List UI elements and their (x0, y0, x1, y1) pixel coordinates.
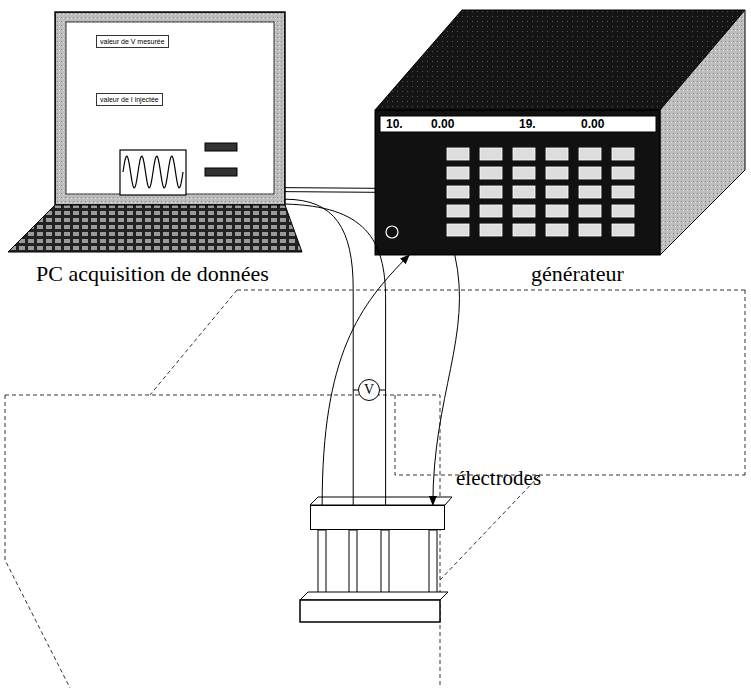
laptop-keyboard (8, 205, 302, 252)
generator-front (375, 110, 660, 255)
computer-screen: PC acquisition de donnéesvaleur de V mes… (55, 12, 285, 205)
generator: générateur10.0.0019.0.00 (375, 110, 660, 255)
generator-button (612, 186, 634, 198)
generator-button (612, 148, 634, 160)
laptop-screen-frame (55, 12, 285, 205)
generator-buttons (447, 148, 634, 236)
generator-button (447, 205, 469, 217)
display-reading: 0.00 (431, 117, 454, 131)
laptop-screen (66, 22, 274, 194)
generator-button (546, 167, 568, 179)
generator-button (447, 186, 469, 198)
voltmeter-circle: V (358, 379, 380, 401)
screen-field: valeur de V mesurée (96, 35, 169, 48)
generator-button (480, 148, 502, 160)
electrode-plate-top-face (310, 497, 452, 505)
generator-button (546, 205, 568, 217)
generator-knob (386, 226, 398, 238)
generator-button (480, 186, 502, 198)
generator-button (546, 186, 568, 198)
generator-button (546, 148, 568, 160)
generator-button (612, 167, 634, 179)
generator-button (480, 167, 502, 179)
generator-button (447, 148, 469, 160)
waveform (123, 156, 183, 188)
electrode-rod (381, 530, 389, 596)
caption-label: générateur (531, 261, 624, 287)
generator-display (380, 116, 656, 132)
generator-button (480, 224, 502, 236)
generator-button (447, 224, 469, 236)
generator-button (513, 167, 535, 179)
generator-button (579, 205, 601, 217)
generator-button (513, 224, 535, 236)
electrode-rod (349, 530, 357, 596)
meter-symbol: V (364, 382, 374, 398)
screen-button (205, 143, 237, 151)
generator-button (579, 167, 601, 179)
display-reading: 10. (386, 117, 403, 131)
electrode-plate: électrodes (310, 505, 445, 530)
electrode-rod (429, 530, 437, 596)
field-label: valeur de V mesurée (100, 37, 165, 46)
generator-button (447, 167, 469, 179)
generator-button (513, 186, 535, 198)
generator-side (660, 10, 745, 255)
generator-button (546, 224, 568, 236)
electrode-rod (318, 530, 326, 596)
generator-button (579, 148, 601, 160)
generator-button (579, 186, 601, 198)
caption-label: PC acquisition de données (36, 261, 269, 287)
waveform-box (120, 150, 186, 195)
generator-button (612, 205, 634, 217)
generator-button (513, 205, 535, 217)
field-label: valeur de I injectée (100, 95, 159, 104)
wire (322, 255, 409, 505)
caption-label: électrodes (456, 466, 541, 491)
electrode-rods (317, 530, 438, 599)
wire (433, 255, 460, 505)
generator-button (480, 205, 502, 217)
generator-button (612, 224, 634, 236)
screen-field: valeur de I injectée (96, 93, 163, 106)
display-reading: 0.00 (581, 117, 604, 131)
screen-button (205, 168, 237, 176)
display-reading: 19. (519, 117, 536, 131)
wire (285, 204, 386, 505)
bottom-plate (300, 600, 440, 622)
wire (285, 188, 375, 193)
bottom-plate-top-face (300, 592, 448, 600)
generator-button (579, 224, 601, 236)
tank-outline (5, 290, 745, 688)
generator-button (513, 148, 535, 160)
